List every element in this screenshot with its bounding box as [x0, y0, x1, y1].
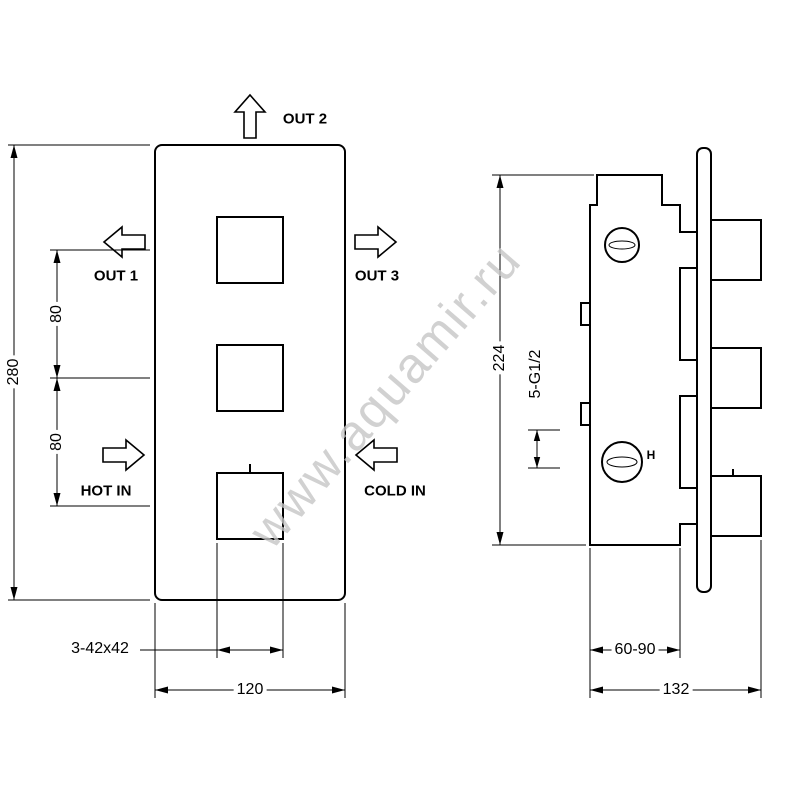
dim-plate-width: 120	[233, 681, 267, 699]
dim-overall-depth: 132	[659, 681, 693, 699]
side-knob-middle	[710, 347, 762, 409]
valve-screw-top	[604, 227, 640, 263]
dim-depth-range: 60-90	[611, 641, 659, 659]
arrow-right-out3-icon	[354, 225, 398, 259]
dim-overall-height: 280	[5, 355, 23, 389]
dim-connections: 5-G1/2	[527, 346, 545, 402]
screw-slot-top	[608, 240, 636, 250]
hot-indicator-marking: H	[646, 448, 656, 462]
knob-square-middle	[216, 344, 284, 412]
side-view	[580, 147, 762, 593]
front-view	[102, 93, 398, 601]
valve-screw-bottom	[601, 441, 643, 483]
side-knob-top	[710, 219, 762, 281]
dim-knob-spacing-upper: 80	[48, 302, 66, 326]
knob-square-top	[216, 216, 284, 284]
arrow-up-out2-icon	[233, 93, 267, 139]
arrow-left-coldin-icon	[354, 438, 398, 472]
label-out1: OUT 1	[93, 267, 139, 285]
side-view-dimensions	[492, 174, 762, 698]
side-plate	[696, 147, 712, 593]
screw-slot-bottom	[606, 456, 638, 468]
arrow-right-hotin-icon	[102, 438, 146, 472]
mounting-tab-upper	[580, 302, 591, 326]
dim-body-height: 224	[491, 341, 509, 375]
mounting-tab-lower	[580, 402, 591, 426]
arrow-left-out1-icon	[102, 225, 146, 259]
valve-body	[589, 174, 698, 546]
label-out3: OUT 3	[354, 267, 400, 285]
side-knob-bottom	[710, 475, 762, 537]
dim-knob-size: 3-42x42	[68, 640, 132, 658]
label-out2: OUT 2	[282, 110, 328, 128]
dim-knob-spacing-lower: 80	[48, 430, 66, 454]
label-hot-in: HOT IN	[80, 482, 132, 500]
knob-square-bottom	[216, 472, 284, 540]
label-cold-in: COLD IN	[364, 482, 426, 500]
